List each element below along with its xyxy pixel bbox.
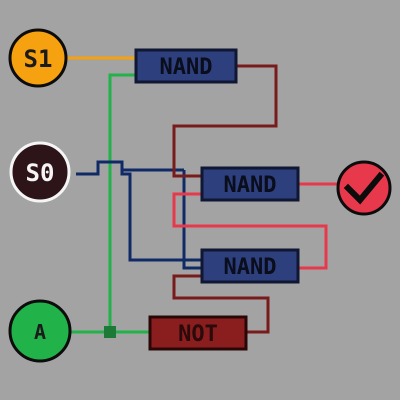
input-s0-label: S0: [26, 159, 55, 187]
input-s1-label: S1: [24, 45, 53, 73]
nand-gate-bottom-body: [200, 248, 300, 284]
input-s1-disc: [8, 28, 68, 88]
output-indicator: [336, 160, 392, 216]
nand-gate-bottom[interactable]: NAND: [200, 248, 300, 284]
nand-gate-top-label: NAND: [160, 55, 213, 80]
input-a-label: A: [34, 320, 46, 344]
wire-nand-top-out: [172, 64, 278, 178]
check-icon: [343, 171, 385, 205]
wire-feedback: [172, 192, 328, 270]
wire-s0: [76, 160, 202, 270]
nand-gate-top-body: [134, 48, 238, 84]
input-s0-disc: [9, 141, 71, 203]
input-s0[interactable]: S0: [9, 141, 71, 203]
nand-gate-top[interactable]: NAND: [134, 48, 238, 84]
not-gate[interactable]: NOT: [148, 315, 248, 351]
wire-junction: [104, 326, 116, 338]
nand-gate-middle-label: NAND: [224, 173, 277, 198]
nand-gate-middle-body: [200, 166, 300, 202]
not-gate-body: [148, 315, 248, 351]
input-a-disc: [8, 299, 72, 363]
wire-a: [70, 73, 150, 334]
not-gate-label: NOT: [178, 322, 218, 347]
wire-nand-bottom-out: [172, 274, 270, 334]
nand-gate-middle[interactable]: NAND: [200, 166, 300, 202]
input-s1[interactable]: S1: [8, 28, 68, 88]
input-a[interactable]: A: [8, 299, 72, 363]
nand-gate-bottom-label: NAND: [224, 255, 277, 280]
